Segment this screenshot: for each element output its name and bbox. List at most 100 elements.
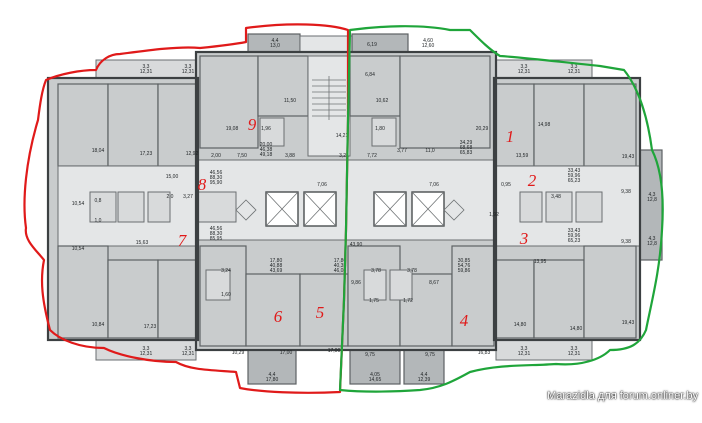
area-a9-storage: 14,21 — [336, 133, 349, 139]
area-a8-kitchen: 15,00 — [166, 174, 179, 180]
area-a4-k: 8,67 — [429, 280, 439, 286]
area-a6-wc: 3,24 — [221, 268, 231, 274]
area-a1-wc: 3,77 — [397, 148, 407, 154]
area-a9-room: 19,08 — [226, 126, 239, 132]
elevator-1-cross-b — [265, 191, 299, 227]
area-center-corridor-b: 6,84 — [365, 72, 375, 78]
area-a7-r4: 17,23 — [144, 324, 157, 330]
area-a4-big: 19,43 — [622, 320, 635, 326]
room-a9-main — [199, 55, 259, 149]
left-bath-c — [147, 191, 171, 223]
area-a4-s: 9,75 — [365, 352, 375, 358]
room-right-bottom-b — [533, 259, 585, 339]
area-a3-room: 13,95 — [534, 259, 547, 265]
stair-treads — [312, 76, 346, 120]
area-center-hall-b: 7,06 — [429, 182, 439, 188]
green-outline-right-section — [338, 25, 664, 393]
area-a7-room: 10,54 — [72, 246, 85, 252]
area-a3-small: 9,38 — [621, 239, 631, 245]
area-a8-room: 10,54 — [72, 201, 85, 207]
area-a9-wc: 3,88 — [285, 153, 295, 159]
watermark-text: Marazidla для forum.onliner.by — [547, 390, 698, 402]
area-center-hall-a: 7,06 — [317, 182, 327, 188]
bottom-balcony-3 — [403, 349, 445, 385]
left-bath-b — [117, 191, 145, 223]
room-right-bottom-a — [493, 259, 535, 339]
right-bath-a — [519, 191, 543, 223]
right-bath-b — [545, 191, 573, 223]
a1-bath — [371, 117, 397, 147]
area-a1-room2: 13,59 — [516, 153, 529, 159]
room-right-bottom-c — [583, 245, 637, 339]
room-right-top-c — [583, 83, 637, 167]
area-a1-hall: 11,0 — [425, 148, 435, 154]
area-a1-room: 20,29 — [476, 126, 489, 132]
area-a9-kitchen: 11,50 — [284, 98, 296, 104]
area-a4-s2: 9,75 — [425, 352, 435, 358]
area-a7-room2: 15,63 — [136, 240, 149, 246]
area-a7-r3: 10,84 — [92, 322, 105, 328]
lower-right-balcony-strip — [495, 339, 593, 361]
elevator-3-cross-b — [373, 191, 407, 227]
area-a7-k: 17,23 — [140, 151, 153, 157]
area-a2-hall: 0,95 — [501, 182, 511, 188]
area-a9-hall2: 7,50 — [237, 153, 247, 159]
corridor-marker-right — [443, 199, 465, 221]
a5-bath — [363, 269, 387, 301]
elevator-4-cross-b — [411, 191, 445, 227]
elevator-shafts — [235, 76, 465, 227]
area-a6-r2: 17,00 — [280, 350, 293, 356]
apartment-label-3: 3 — [519, 229, 529, 248]
area-a4-r2: 14,80 — [570, 326, 583, 332]
area-a2-room: 14,98 — [538, 122, 551, 128]
room-a6-main — [245, 273, 301, 347]
area-a8-c: 2,0 — [167, 194, 174, 200]
left-bath-a — [89, 191, 117, 223]
area-a2-small: 9,38 — [621, 189, 631, 195]
area-a1-kitchen: 10,62 — [376, 98, 389, 104]
area-a2-big: 19,43 — [622, 154, 635, 160]
area-a2-wc: 3,48 — [551, 194, 561, 200]
area-a7-k2: 12,92 — [186, 151, 199, 157]
apartment-label-4: 4 — [460, 311, 469, 330]
area-center-corridor: 7,72 — [367, 153, 377, 159]
area-a1-bath: 1,80 — [375, 126, 385, 132]
red-outline-left-section — [23, 23, 350, 394]
a4-bath — [389, 269, 413, 301]
room-a9-kitchen — [257, 55, 309, 117]
room-left-top-a — [57, 83, 109, 167]
right-bath-c — [575, 191, 603, 223]
apartment-label-9: 9 — [248, 115, 257, 134]
area-a9-small: 3,21 — [339, 153, 349, 159]
area-a8-wc: 3,27 — [183, 194, 193, 200]
area-a2-bath: 1,92 — [489, 212, 499, 218]
room-left-bottom-c — [157, 259, 199, 339]
area-a6-b: 1,60 — [221, 292, 231, 298]
left-wc-block — [195, 191, 237, 223]
area-a4-w: 3,78 — [371, 268, 381, 274]
area-a4-r: 14,80 — [514, 322, 527, 328]
apartment-number-labels: 1 2 3 4 5 6 7 8 9 — [178, 115, 537, 330]
apartment-label-2: 2 — [528, 171, 537, 190]
apartment-label-7: 7 — [178, 231, 188, 250]
area-a5-r: 17,00 — [328, 348, 341, 354]
